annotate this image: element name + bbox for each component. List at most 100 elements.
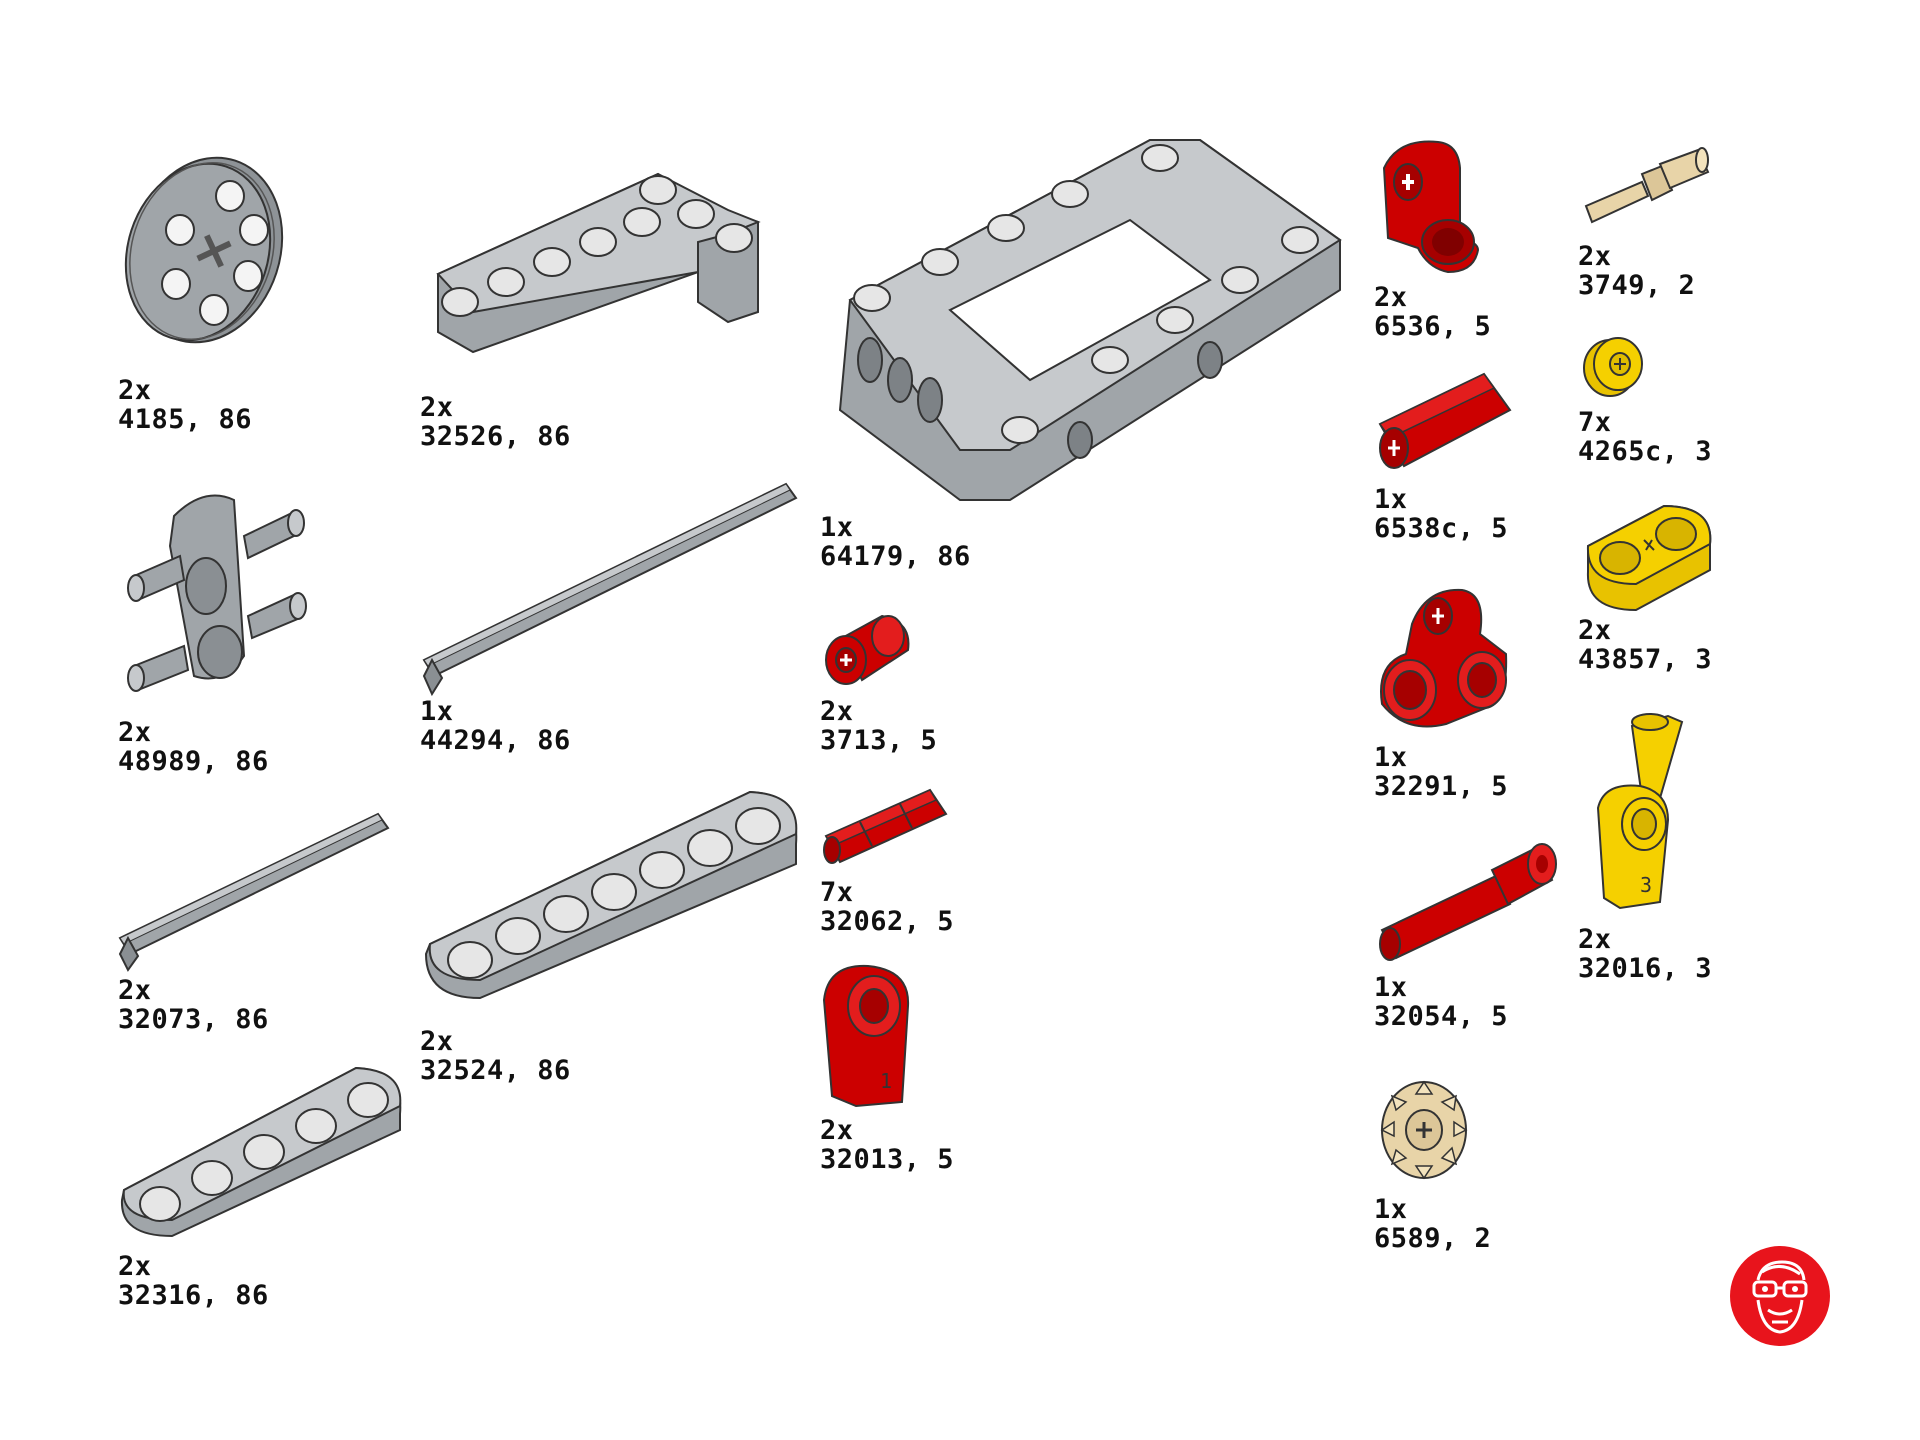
l-beam-icon bbox=[436, 172, 761, 354]
part-qty: 1x bbox=[820, 512, 854, 543]
part-code: 32524, 86 bbox=[420, 1055, 571, 1086]
cross-block-icon bbox=[1382, 140, 1480, 274]
part-code: 3713, 5 bbox=[820, 725, 938, 756]
wheel-icon bbox=[124, 156, 284, 344]
part-code: 32054, 5 bbox=[1374, 1001, 1509, 1032]
part-code: 6589, 2 bbox=[1374, 1223, 1492, 1254]
part-label-6536: 2x 6536, 5 bbox=[1374, 283, 1491, 341]
angle-connector-icon: 3 bbox=[1596, 713, 1684, 910]
part-32524-beam-7 bbox=[420, 784, 800, 1004]
bevel-gear-icon bbox=[1380, 1080, 1468, 1180]
part-code: 48989, 86 bbox=[118, 746, 269, 777]
part-label-4265c: 7x 4265c, 3 bbox=[1578, 408, 1712, 466]
part-32054-long-pin bbox=[1376, 840, 1566, 970]
part-qty: 2x bbox=[1578, 241, 1612, 272]
beam-7-icon bbox=[424, 790, 798, 1000]
part-code: 32316, 86 bbox=[118, 1280, 269, 1311]
part-4265c-bush bbox=[1580, 330, 1650, 400]
part-label-64179: 1x 64179, 86 bbox=[820, 513, 971, 571]
part-label-48989: 2x 48989, 86 bbox=[118, 718, 269, 776]
part-qty: 2x bbox=[820, 696, 854, 727]
part-32526-l-beam bbox=[428, 162, 768, 362]
part-qty: 1x bbox=[1374, 742, 1408, 773]
part-qty: 2x bbox=[1578, 924, 1612, 955]
part-4185-wheel bbox=[118, 150, 288, 350]
part-label-43857: 2x 43857, 3 bbox=[1578, 616, 1712, 674]
bush-icon bbox=[825, 614, 910, 685]
part-label-3749: 2x 3749, 2 bbox=[1578, 242, 1695, 300]
part-qty: 2x bbox=[1374, 282, 1408, 313]
part-qty: 2x bbox=[118, 717, 152, 748]
part-32016-angle-connector: 3 bbox=[1584, 712, 1694, 912]
part-label-44294: 1x 44294, 86 bbox=[420, 697, 571, 755]
part-qty: 2x bbox=[420, 1026, 454, 1057]
part-label-32073: 2x 32073, 86 bbox=[118, 976, 269, 1034]
frame-icon bbox=[838, 139, 1342, 501]
part-6589-bevel-gear bbox=[1376, 1074, 1476, 1184]
part-32013-angle-connector: 1 bbox=[818, 960, 918, 1110]
pin-connector-icon bbox=[127, 494, 307, 692]
long-pin-icon bbox=[1379, 843, 1557, 961]
part-3713-bush bbox=[822, 608, 912, 688]
beam-5-icon bbox=[120, 1066, 402, 1238]
part-label-3713: 2x 3713, 5 bbox=[820, 697, 937, 755]
part-qty: 1x bbox=[1374, 1194, 1408, 1225]
axle-icon bbox=[422, 482, 798, 697]
part-label-32062: 7x 32062, 5 bbox=[820, 878, 954, 936]
bush-icon bbox=[1583, 337, 1643, 397]
part-label-32054: 1x 32054, 5 bbox=[1374, 973, 1508, 1031]
part-code: 32526, 86 bbox=[420, 421, 571, 452]
part-code: 32073, 86 bbox=[118, 1004, 269, 1035]
part-64179-frame bbox=[830, 130, 1350, 510]
part-label-32013: 2x 32013, 5 bbox=[820, 1116, 954, 1174]
part-3749-axle-pin bbox=[1582, 146, 1712, 230]
part-qty: 1x bbox=[1374, 484, 1408, 515]
part-label-32526: 2x 32526, 86 bbox=[420, 393, 571, 451]
part-code: 43857, 3 bbox=[1578, 644, 1713, 675]
part-code: 44294, 86 bbox=[420, 725, 571, 756]
part-label-32524: 2x 32524, 86 bbox=[420, 1027, 571, 1085]
axle-pin-icon bbox=[1584, 147, 1710, 224]
part-32291-double-connector bbox=[1376, 584, 1516, 734]
axle-connector-icon bbox=[1378, 372, 1512, 469]
brand-logo bbox=[1728, 1244, 1832, 1352]
part-32062-axle-2-notched bbox=[820, 784, 950, 864]
part-qty: 2x bbox=[118, 975, 152, 1006]
axle-icon bbox=[118, 812, 390, 972]
part-qty: 2x bbox=[1578, 615, 1612, 646]
part-label-6538c: 1x 6538c, 5 bbox=[1374, 485, 1508, 543]
part-32073-axle bbox=[116, 810, 396, 972]
part-code: 32062, 5 bbox=[820, 906, 955, 937]
part-code: 4265c, 3 bbox=[1578, 436, 1713, 467]
part-code: 6538c, 5 bbox=[1374, 513, 1509, 544]
bearded-face-logo-icon bbox=[1730, 1246, 1830, 1346]
part-label-32316: 2x 32316, 86 bbox=[118, 1252, 269, 1310]
double-connector-icon bbox=[1380, 588, 1508, 728]
part-qty: 2x bbox=[420, 392, 454, 423]
part-code: 64179, 86 bbox=[820, 541, 971, 572]
part-qty: 7x bbox=[820, 877, 854, 908]
svg-text:3: 3 bbox=[1640, 873, 1652, 897]
part-label-4185: 2x 4185, 86 bbox=[118, 376, 252, 434]
part-6536-cross-block bbox=[1378, 138, 1488, 274]
part-label-32016: 2x 32016, 3 bbox=[1578, 925, 1712, 983]
part-44294-axle bbox=[420, 480, 800, 700]
part-qty: 2x bbox=[820, 1115, 854, 1146]
part-label-32291: 1x 32291, 5 bbox=[1374, 743, 1508, 801]
part-label-6589: 1x 6589, 2 bbox=[1374, 1195, 1491, 1253]
part-code: 6536, 5 bbox=[1374, 311, 1492, 342]
part-qty: 1x bbox=[1374, 972, 1408, 1003]
angle-connector-icon: 1 bbox=[822, 964, 910, 1108]
part-6538c-axle-connector bbox=[1376, 370, 1516, 474]
part-qty: 7x bbox=[1578, 407, 1612, 438]
part-code: 32291, 5 bbox=[1374, 771, 1509, 802]
part-code: 3749, 2 bbox=[1578, 270, 1696, 301]
part-48989-pin-connector bbox=[124, 476, 307, 696]
part-code: 32013, 5 bbox=[820, 1144, 955, 1175]
part-43857-beam-2 bbox=[1580, 500, 1720, 616]
part-code: 4185, 86 bbox=[118, 404, 253, 435]
part-qty: 1x bbox=[420, 696, 454, 727]
svg-text:1: 1 bbox=[880, 1069, 892, 1093]
notched-axle-icon bbox=[823, 788, 948, 864]
part-32316-beam-5 bbox=[116, 1060, 406, 1240]
